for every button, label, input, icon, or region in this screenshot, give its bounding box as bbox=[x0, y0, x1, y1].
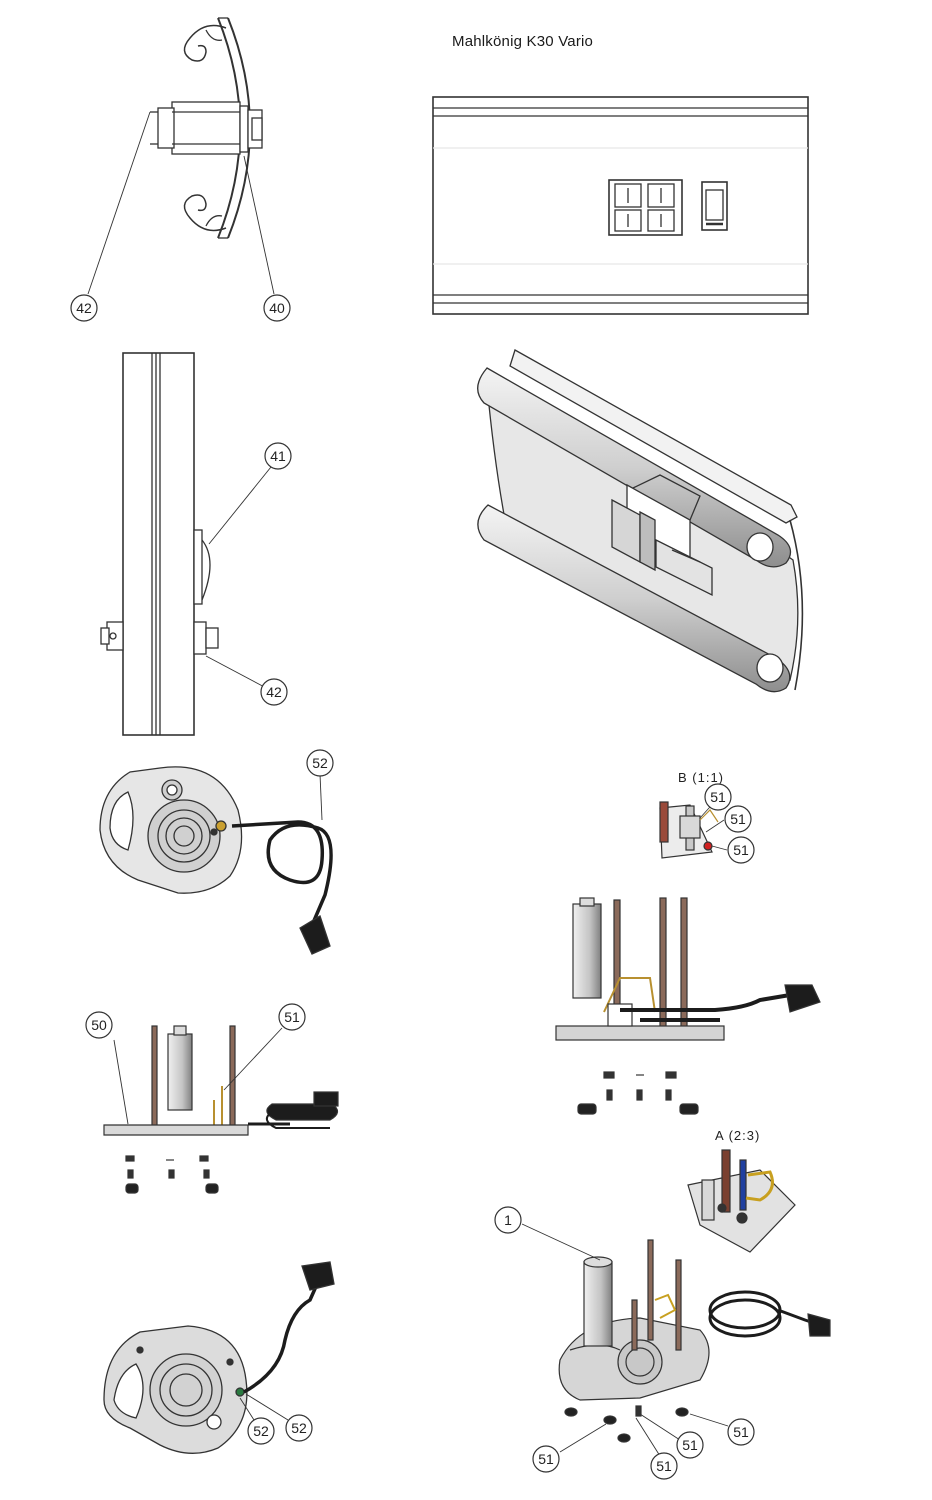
callout-label: 42 bbox=[76, 300, 92, 316]
callout-1: 1 bbox=[494, 1206, 522, 1234]
callout-51-b1: 51 bbox=[704, 783, 732, 811]
callout-52-bl1: 52 bbox=[247, 1417, 275, 1445]
callout-label: 40 bbox=[269, 300, 285, 316]
callout-51-br2: 51 bbox=[676, 1431, 704, 1459]
callout-label: 1 bbox=[504, 1212, 512, 1228]
callout-52-top: 52 bbox=[306, 749, 334, 777]
callout-label: 52 bbox=[312, 755, 328, 771]
callout-label: 51 bbox=[656, 1458, 672, 1474]
diagram-title: Mahlkönig K30 Vario bbox=[452, 33, 594, 50]
callout-51-b3: 51 bbox=[727, 836, 755, 864]
base-plate-top-view bbox=[99, 766, 333, 955]
callout-51-br3: 51 bbox=[650, 1452, 678, 1480]
base-assembly-side-view bbox=[103, 1025, 339, 1194]
base-plate-underside-view bbox=[103, 1261, 335, 1454]
detail-b-label: B (1:1) bbox=[678, 770, 724, 785]
callout-41: 41 bbox=[264, 442, 292, 470]
callout-label: 51 bbox=[733, 842, 749, 858]
callout-label: 51 bbox=[682, 1437, 698, 1453]
detail-a-view bbox=[687, 1149, 796, 1253]
detail-a-label: A (2:3) bbox=[715, 1128, 760, 1143]
housing-side-profile bbox=[100, 352, 276, 736]
callout-label: 51 bbox=[710, 789, 726, 805]
callout-label: 51 bbox=[284, 1009, 300, 1025]
callout-label: 52 bbox=[291, 1420, 307, 1436]
callout-42-top: 42 bbox=[70, 294, 98, 322]
callout-51-left: 51 bbox=[278, 1003, 306, 1031]
callout-40: 40 bbox=[263, 294, 291, 322]
callout-label: 42 bbox=[266, 684, 282, 700]
callout-label: 41 bbox=[270, 448, 286, 464]
callout-label: 51 bbox=[538, 1451, 554, 1467]
base-assembly-3d-view bbox=[521, 1223, 831, 1457]
callout-label: 51 bbox=[730, 811, 746, 827]
callout-label: 51 bbox=[733, 1424, 749, 1440]
front-panel-view bbox=[432, 96, 809, 315]
housing-3d-view bbox=[477, 349, 804, 693]
switch-mount-side-view bbox=[87, 17, 275, 295]
base-assembly-front-view bbox=[555, 897, 821, 1115]
callout-52-bl2: 52 bbox=[285, 1414, 313, 1442]
callout-50: 50 bbox=[85, 1011, 113, 1039]
callout-51-br4: 51 bbox=[532, 1445, 560, 1473]
callout-42-side: 42 bbox=[260, 678, 288, 706]
callout-label: 52 bbox=[253, 1423, 269, 1439]
callout-label: 50 bbox=[91, 1017, 107, 1033]
callout-51-b2: 51 bbox=[724, 805, 752, 833]
callout-51-br1: 51 bbox=[727, 1418, 755, 1446]
